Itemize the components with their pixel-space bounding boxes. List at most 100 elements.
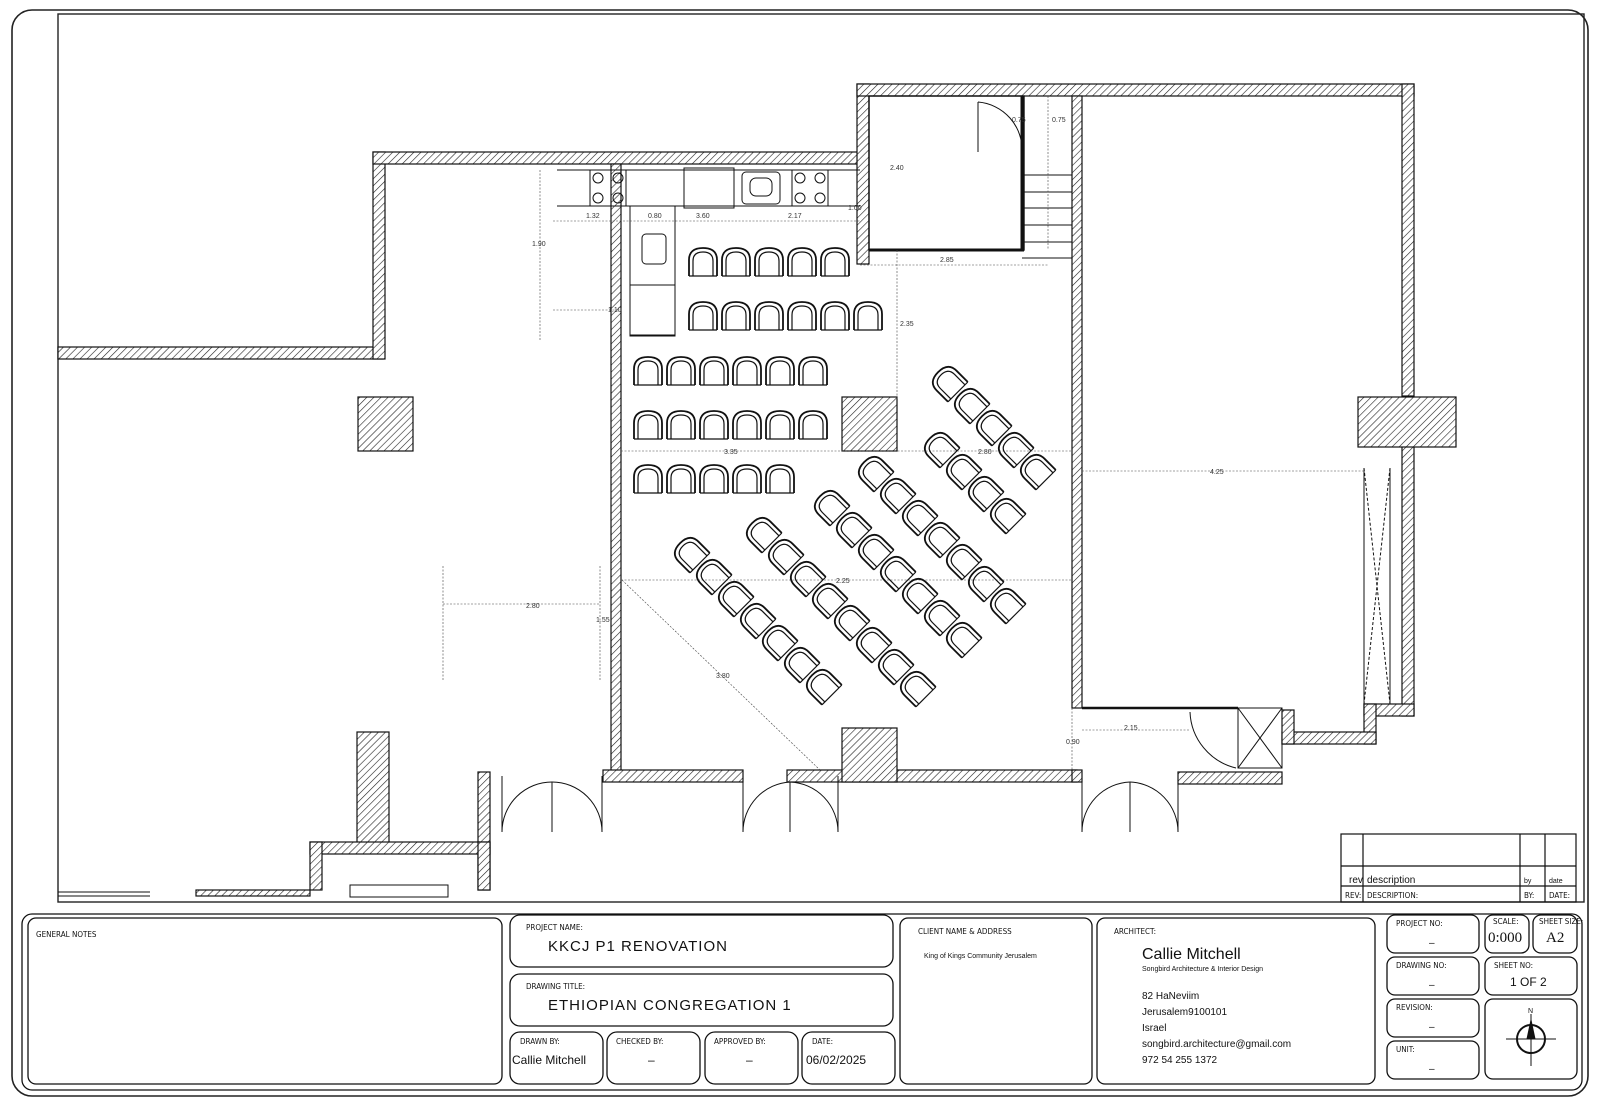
date-col-header: date <box>1549 878 1563 885</box>
chair <box>732 464 762 494</box>
revision-table <box>1340 833 1577 903</box>
dim-label: 0.80 <box>648 213 662 220</box>
architect-firm: Songbird Architecture & Interior Design <box>1142 966 1263 973</box>
project-no: – <box>1429 938 1435 949</box>
drawn-by: Callie Mitchell <box>512 1053 586 1067</box>
chair <box>721 247 751 277</box>
general-notes-label: GENERAL NOTES <box>36 930 97 939</box>
client-label: CLIENT NAME & ADDRESS <box>918 927 1012 936</box>
revision: – <box>1429 1022 1435 1033</box>
address-line-2: Jerusalem9100101 <box>1142 1007 1227 1018</box>
architect-name: Callie Mitchell <box>1142 946 1241 963</box>
chair <box>853 529 895 571</box>
chair <box>633 464 663 494</box>
chair <box>785 556 827 598</box>
doors <box>501 776 1179 833</box>
chair <box>699 356 729 386</box>
sheet-no-label: SHEET NO: <box>1494 961 1533 970</box>
chair <box>875 551 917 593</box>
chair <box>919 595 961 637</box>
chair <box>732 410 762 440</box>
chair <box>765 464 795 494</box>
dim-label: 2.80 <box>978 449 992 456</box>
dimension-labels: 1.32 0.80 3.60 2.17 1.00 2.40 0.75 0.75 … <box>526 117 1224 746</box>
chair <box>688 301 718 331</box>
scale-label: SCALE: <box>1493 917 1519 926</box>
dim-label: 2.25 <box>836 578 850 585</box>
dim-label: 3.60 <box>696 213 710 220</box>
chair <box>919 427 961 469</box>
sheet-no: 1 OF 2 <box>1510 975 1547 989</box>
drawing-title-label: DRAWING TITLE: <box>526 982 585 991</box>
chair <box>688 247 718 277</box>
chair <box>820 301 850 331</box>
chair <box>853 301 883 331</box>
chair <box>666 410 696 440</box>
chair <box>669 532 711 574</box>
chair <box>741 512 783 554</box>
chair <box>787 301 817 331</box>
checked-by: – <box>648 1053 655 1067</box>
chair <box>721 301 751 331</box>
chair <box>787 247 817 277</box>
scale-value: 0:000 <box>1488 930 1522 946</box>
project-name-label: PROJECT NAME: <box>526 923 583 932</box>
date-label: DATE: <box>812 1037 833 1046</box>
chair <box>985 583 1027 625</box>
chair <box>993 427 1035 469</box>
dim-label: 2.15 <box>1124 725 1138 732</box>
chair <box>873 644 915 686</box>
chair <box>1015 449 1057 491</box>
checked-by-label: CHECKED BY: <box>616 1037 663 1046</box>
chair <box>820 247 850 277</box>
chair <box>798 410 828 440</box>
approved-by: – <box>746 1053 753 1067</box>
dim-label: 1.10 <box>608 307 622 314</box>
architect-label: ARCHITECT: <box>1114 927 1156 936</box>
chair <box>829 600 871 642</box>
chair <box>713 576 755 618</box>
kitchen-fixtures <box>557 167 860 337</box>
approved-by-label: APPROVED BY: <box>714 1037 766 1046</box>
chair <box>949 383 991 425</box>
dimension-lines <box>442 96 1364 771</box>
chair <box>963 561 1005 603</box>
dim-label: 2.40 <box>890 165 904 172</box>
unit: – <box>1429 1064 1435 1075</box>
drawing-no: – <box>1429 980 1435 991</box>
project-name: KKCJ P1 RENOVATION <box>548 938 728 955</box>
dim-label: 1.32 <box>586 213 600 220</box>
north-arrow-icon <box>1506 1014 1556 1066</box>
chair <box>699 464 729 494</box>
chair <box>754 301 784 331</box>
chair <box>809 485 851 527</box>
dim-label: 1.00 <box>848 205 862 212</box>
title-block-frames <box>21 913 1583 1091</box>
chair <box>779 642 821 684</box>
chair <box>927 361 969 403</box>
chair <box>666 464 696 494</box>
chair <box>807 578 849 620</box>
dim-label: 4.25 <box>1210 469 1224 476</box>
dim-label: 0.75 <box>1012 117 1026 124</box>
date-row-label: DATE: <box>1549 891 1570 900</box>
chair <box>831 507 873 549</box>
chair <box>765 356 795 386</box>
dim-label: 2.85 <box>940 257 954 264</box>
description-col-header: description <box>1367 875 1415 886</box>
rev-row-label: REV: <box>1345 891 1361 900</box>
chair <box>897 495 939 537</box>
chair <box>735 598 777 640</box>
chair <box>875 473 917 515</box>
unit-label: UNIT: <box>1396 1045 1415 1054</box>
sheet-size-label: SHEET SIZE: <box>1539 917 1583 926</box>
drawing-no-label: DRAWING NO: <box>1396 961 1447 970</box>
chair <box>765 410 795 440</box>
chair <box>919 517 961 559</box>
chair <box>963 471 1005 513</box>
chair <box>801 664 843 706</box>
dim-label: 2.80 <box>526 603 540 610</box>
chair <box>633 356 663 386</box>
dim-label: 0.90 <box>1066 739 1080 746</box>
description-row-label: DESCRIPTION: <box>1367 891 1418 900</box>
